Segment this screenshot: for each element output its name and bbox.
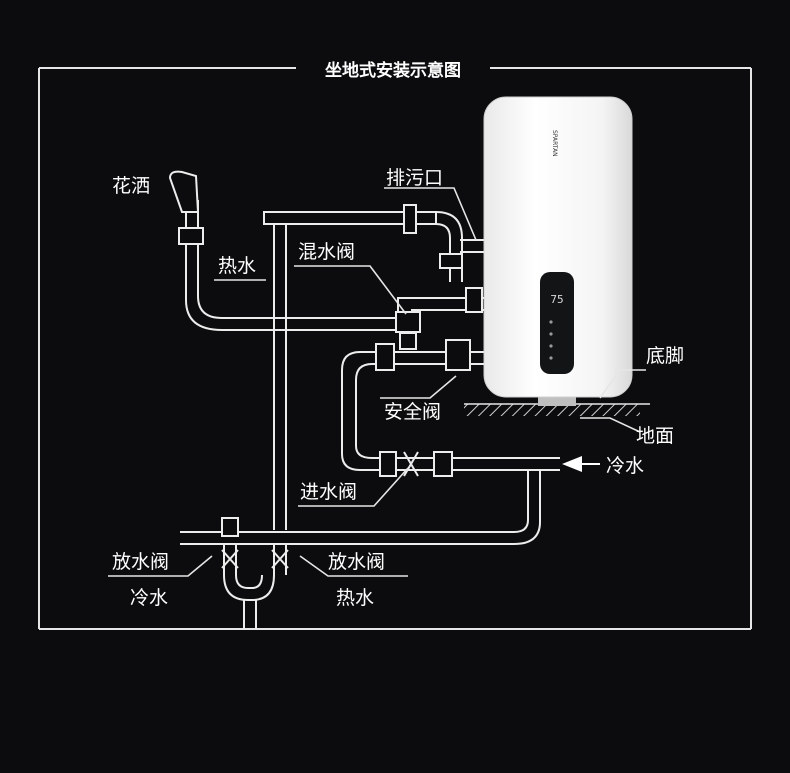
label-mixing-valve: 混水阀 [298, 241, 355, 263]
diagram-frame [38, 67, 752, 630]
label-floor: 地面 [636, 425, 674, 447]
label-cold-water-in: 冷水 [606, 455, 644, 477]
cold-water-arrow-icon [562, 456, 600, 472]
leader-lines [108, 187, 646, 577]
label-hot-water: 热水 [218, 255, 256, 277]
pipework [168, 170, 560, 630]
label-drain-outlet: 排污口 [386, 167, 443, 189]
label-drain-valve-right: 放水阀 [328, 551, 385, 573]
label-hot-water-bottom: 热水 [336, 587, 374, 609]
label-inlet-valve: 进水阀 [300, 481, 357, 503]
label-cold-water-bottom: 冷水 [130, 587, 168, 609]
heater-brand: SPARTAN [551, 130, 558, 157]
water-heater: 75 SPARTAN [483, 96, 633, 406]
label-drain-valve-left: 放水阀 [112, 551, 169, 573]
diagram-title: 坐地式安装示意图 [325, 60, 461, 81]
label-feet: 底脚 [646, 345, 684, 367]
temperature-display: 75 [550, 293, 563, 306]
label-shower: 花洒 [112, 175, 150, 197]
control-panel [540, 272, 574, 374]
label-safety-valve: 安全阀 [384, 401, 441, 423]
